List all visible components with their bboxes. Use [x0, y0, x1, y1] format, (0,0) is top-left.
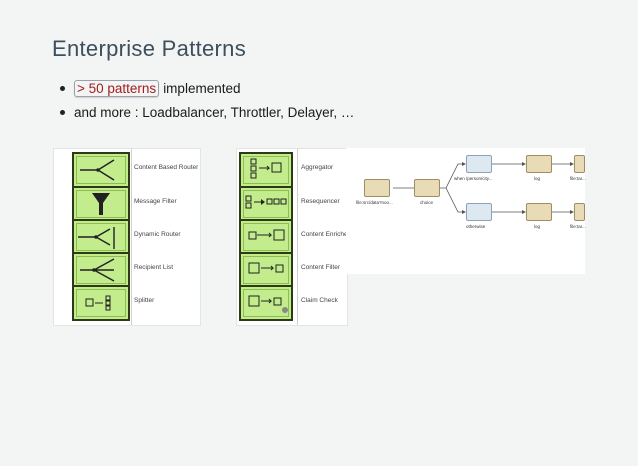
pattern-table-left: Content Based Router Message Filter Dyna… [53, 148, 201, 326]
bullet-dot [60, 85, 65, 91]
bullet-dot [60, 109, 65, 115]
pattern-label: Content Based Router [134, 164, 199, 171]
pattern-label: Content Enricher [301, 231, 350, 238]
pattern-row: Dynamic Router [54, 213, 200, 263]
route-node-log[interactable] [526, 203, 552, 221]
bullet-item: and more : Loadbalancer, Throttler, Dela… [60, 100, 354, 124]
pattern-label: Resequencer [301, 198, 340, 205]
pattern-label: Aggregator [301, 164, 334, 171]
pattern-row: Resequencer [237, 180, 347, 230]
aggregator-icon [239, 152, 293, 188]
bullet-item: > 50 patterns implemented [60, 76, 354, 100]
pattern-row: Content Based Router [54, 146, 200, 196]
route-node-choice[interactable] [414, 179, 440, 197]
route-connectors [393, 162, 574, 214]
bullet-text: and more : Loadbalancer, Throttler, Dela… [74, 104, 355, 120]
route-node-file-target[interactable] [574, 203, 585, 221]
route-node-label: file:tar... [570, 176, 586, 181]
route-node-otherwise[interactable] [466, 203, 492, 221]
pattern-row: Recipient List [54, 246, 200, 296]
column-divider [131, 149, 132, 325]
pattern-label: Content Filter [301, 264, 341, 271]
pattern-table-right: Aggregator Resequencer Content Enricher … [236, 146, 350, 329]
pattern-row: Content Enricher [237, 213, 350, 263]
route-node-file-target[interactable] [574, 155, 585, 173]
bullet-text: implemented [163, 80, 241, 96]
patterns-link[interactable]: > 50 patterns [74, 79, 160, 97]
pattern-label: Recipient List [134, 264, 174, 271]
pattern-row: Splitter [54, 279, 200, 329]
route-node-label: file:src/data?noo... [356, 200, 393, 205]
content-based-router-icon [72, 152, 130, 188]
pattern-label: Splitter [134, 297, 155, 304]
dynamic-router-icon [72, 219, 130, 255]
claim-check-icon [239, 285, 293, 321]
route-node-file-source[interactable] [364, 179, 390, 197]
resequencer-icon [239, 186, 293, 222]
pattern-row: Aggregator [237, 146, 347, 196]
route-node-label: file:tar... [570, 224, 586, 229]
recipient-list-icon [72, 252, 130, 288]
pattern-label: Message Filter [134, 198, 177, 205]
route-node-label: otherwise [466, 224, 486, 229]
route-node-label: when /person/city... [454, 176, 493, 181]
route-node-label: log [534, 224, 541, 229]
splitter-icon [72, 285, 130, 321]
bullet-list: > 50 patterns implemented and more : Loa… [60, 76, 354, 124]
pattern-label: Claim Check [301, 297, 338, 304]
pattern-row: Claim Check [237, 279, 347, 329]
route-diagram: file:src/data?noo... choice when /person… [346, 148, 586, 274]
route-node-label: log [534, 176, 541, 181]
column-divider [297, 149, 298, 325]
content-enricher-icon [239, 219, 293, 255]
route-node-label: choice [420, 200, 434, 205]
route-node-when[interactable] [466, 155, 492, 173]
pattern-label: Dynamic Router [134, 231, 181, 238]
slide-title: Enterprise Patterns [52, 36, 247, 61]
route-node-log[interactable] [526, 155, 552, 173]
